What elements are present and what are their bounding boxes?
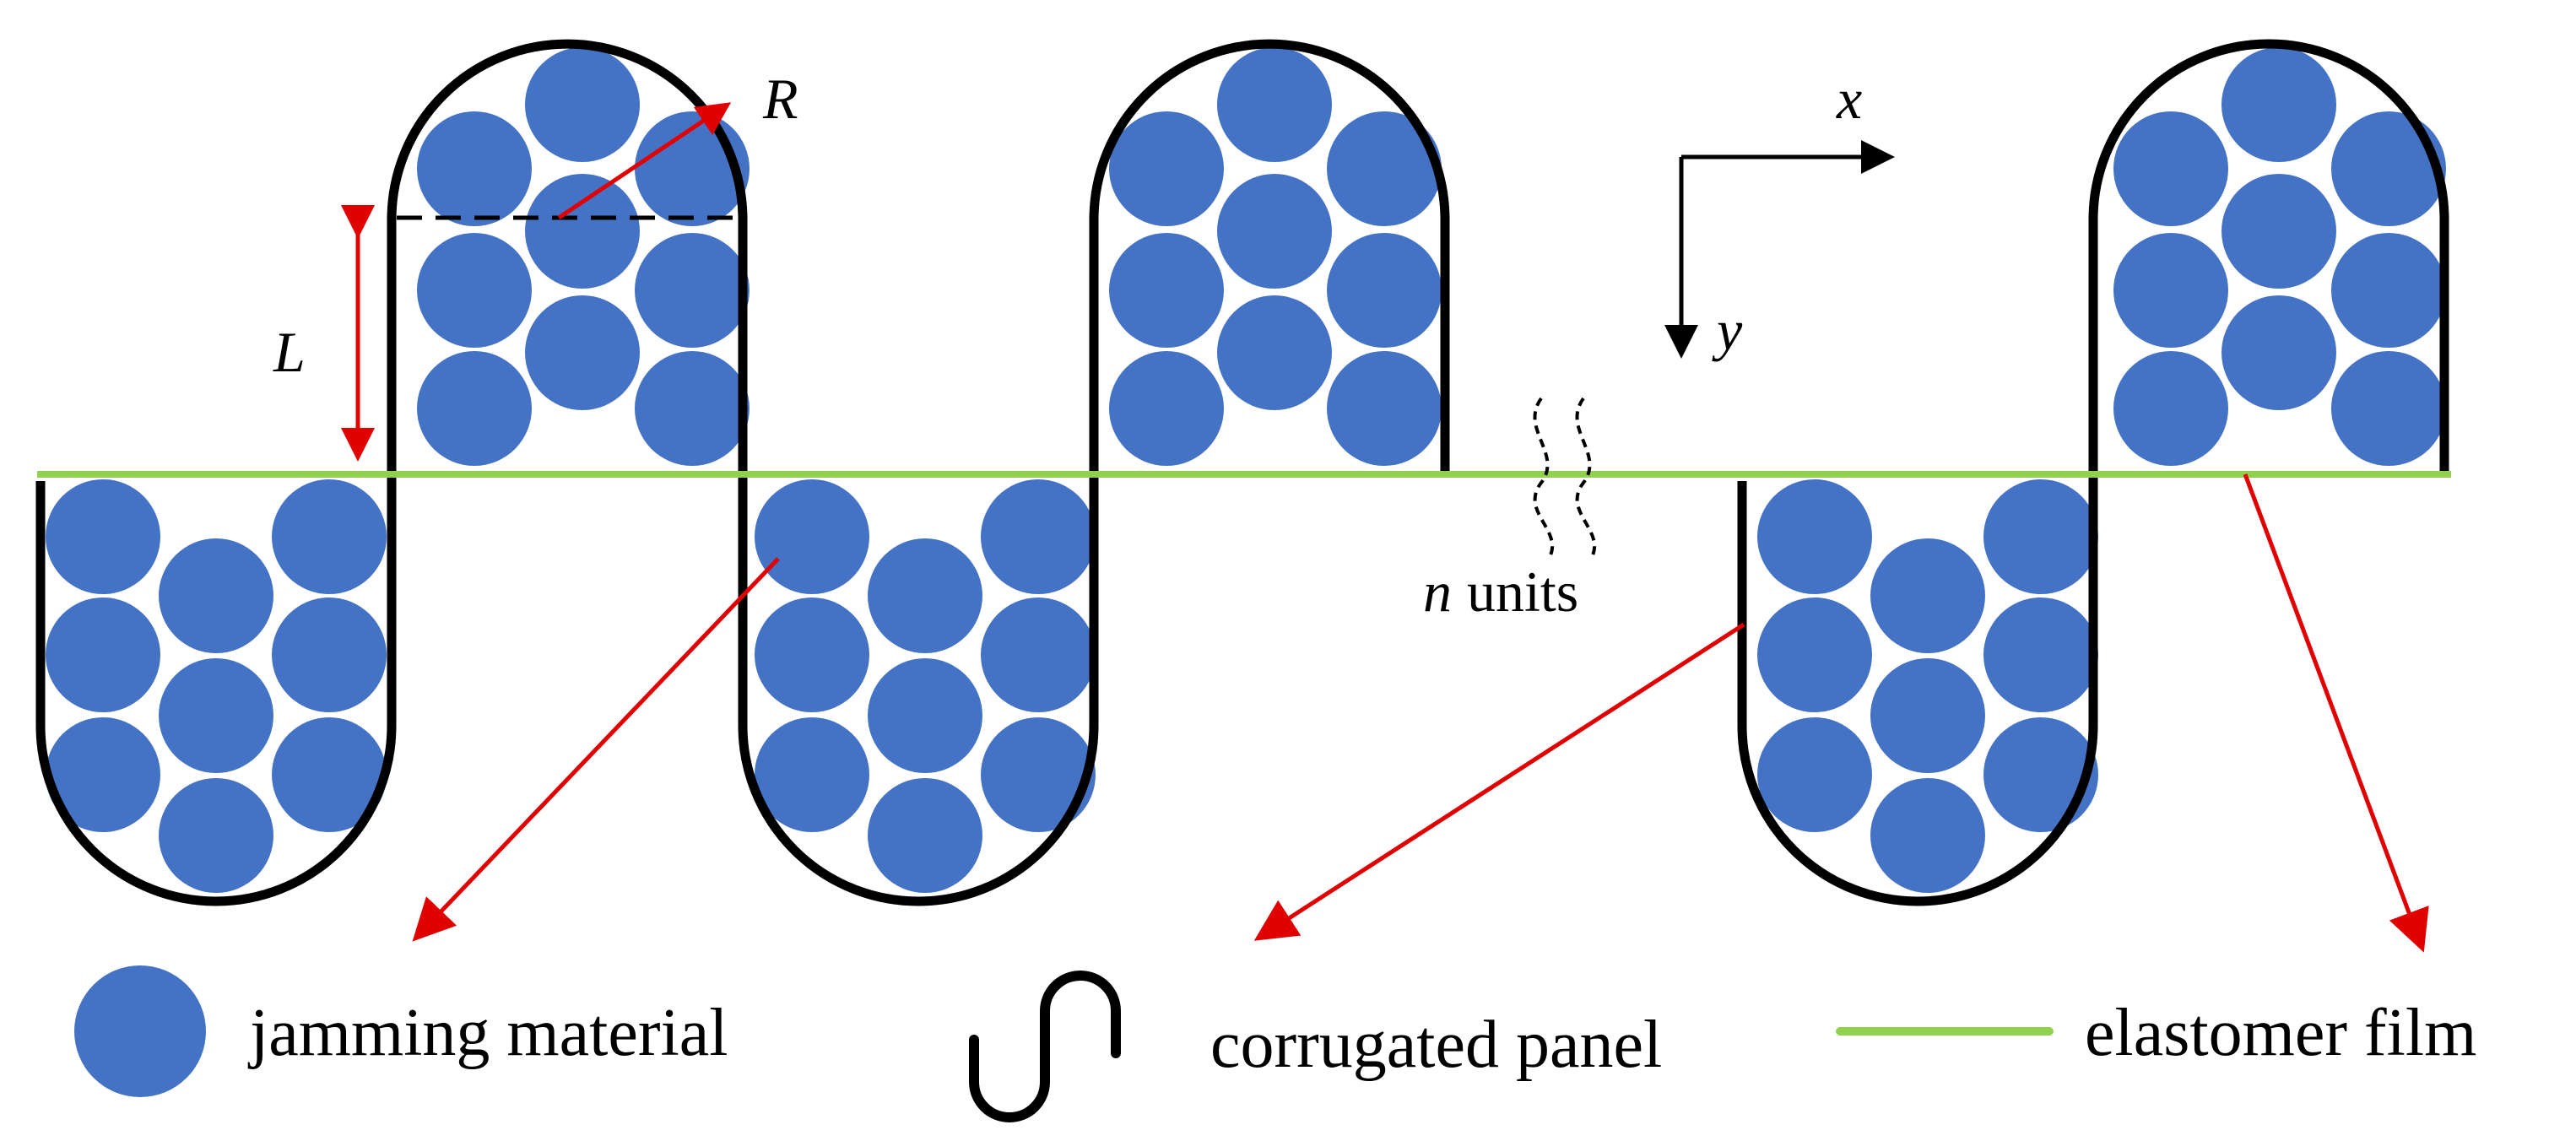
legend-pointer-arrows (412, 473, 2429, 953)
legend-jamming-swatch (74, 965, 206, 1097)
legend-panel-swatch (969, 971, 1121, 1122)
x-axis-label: x (1836, 67, 1862, 131)
legend-film-label: elastomer film (2085, 996, 2476, 1070)
radius-arrow (557, 102, 732, 220)
legend: jamming material corrugated panel elasto… (74, 965, 2476, 1122)
jamming-pointer-arrow (412, 557, 780, 942)
film-pointer-arrow (2243, 473, 2429, 953)
legend-panel-label: corrugated panel (1210, 1008, 1662, 1082)
legend-jamming-label: jamming material (247, 996, 728, 1070)
length-label: L (273, 320, 306, 384)
panel-pointer-arrow (1253, 622, 1745, 941)
y-axis-label: y (1712, 298, 1743, 362)
coordinate-axes (1664, 140, 1895, 359)
jamming-particles (46, 47, 2446, 893)
radius-label: R (762, 67, 798, 131)
break-symbol (1533, 397, 1597, 558)
